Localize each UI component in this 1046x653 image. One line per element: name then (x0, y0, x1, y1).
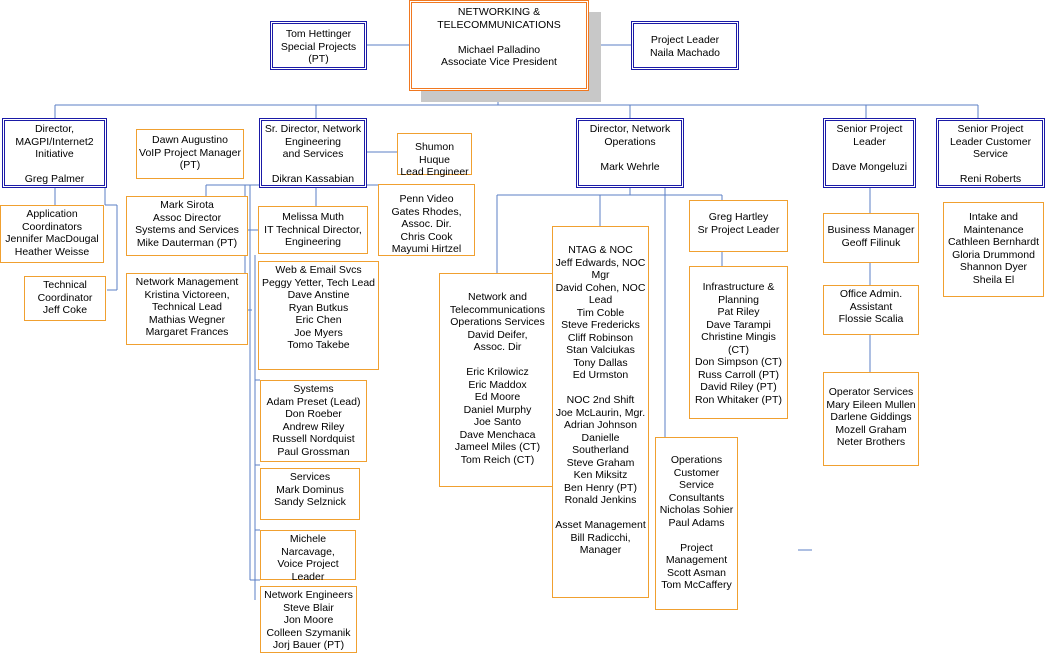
box-web-email-services: Web & Email Svcs Peggy Yetter, Tech Lead… (258, 261, 379, 370)
box-magpi-director: Director, MAGPI/Internet2 Initiative Gre… (2, 118, 107, 188)
box-michele-narcavage: Michele Narcavage, Voice Project Leader (260, 530, 356, 583)
box-sr-director-engineering: Sr. Director, Network Engineering and Se… (259, 118, 367, 188)
box-technical-coordinator: Technical Coordinator Jeff Coke (24, 276, 106, 321)
box-operations-customer-service: Operations Customer Service Consultants … (655, 437, 738, 610)
box-operator-services: Operator Services Mary Eileen Mullen Dar… (823, 372, 919, 466)
box-dave-mongeluzi: Senior Project Leader Dave Mongeluzi (823, 118, 916, 188)
top-box-avp: NETWORKING & TELECOMMUNICATIONS Michael … (409, 0, 589, 91)
box-infrastructure-planning: Infrastructure & Planning Pat Riley Dave… (689, 266, 788, 419)
box-shumon-huque: Shumon Huque Lead Engineer (397, 133, 472, 178)
box-services: Services Mark Dominus Sandy Selznick (260, 468, 360, 520)
box-melissa-muth: Melissa Muth IT Technical Director, Engi… (258, 206, 368, 254)
box-office-admin: Office Admin. Assistant Flossie Scalia (823, 285, 919, 335)
box-intake-maintenance: Intake and Maintenance Cathleen Bernhard… (943, 202, 1044, 297)
box-director-operations: Director, Network Operations Mark Wehrle (576, 118, 684, 188)
box-penn-video: Penn Video Gates Rhodes, Assoc. Dir. Chr… (378, 184, 475, 256)
box-greg-hartley: Greg Hartley Sr Project Leader (689, 200, 788, 252)
box-network-engineers: Network Engineers Steve Blair Jon Moore … (260, 586, 357, 653)
box-mark-sirota: Mark Sirota Assoc Director Systems and S… (126, 196, 248, 256)
box-systems: Systems Adam Preset (Lead) Don Roeber An… (260, 380, 367, 462)
box-reni-roberts: Senior Project Leader Customer Service R… (936, 118, 1045, 188)
box-business-manager: Business Manager Geoff Filinuk (823, 213, 919, 263)
box-application-coordinators: Application Coordinators Jennifer MacDou… (0, 205, 104, 263)
box-network-management: Network Management Kristina Victoreen, T… (126, 273, 248, 345)
box-ntag-noc: NTAG & NOC Jeff Edwards, NOC Mgr David C… (552, 226, 649, 598)
box-project-leader: Project Leader Naila Machado (631, 21, 739, 70)
box-dawn-augustino: Dawn Augustino VoIP Project Manager (PT) (136, 129, 244, 179)
box-operations-services: Network and Telecommunications Operation… (439, 273, 556, 487)
box-hettinger: Tom Hettinger Special Projects (PT) (270, 21, 367, 70)
